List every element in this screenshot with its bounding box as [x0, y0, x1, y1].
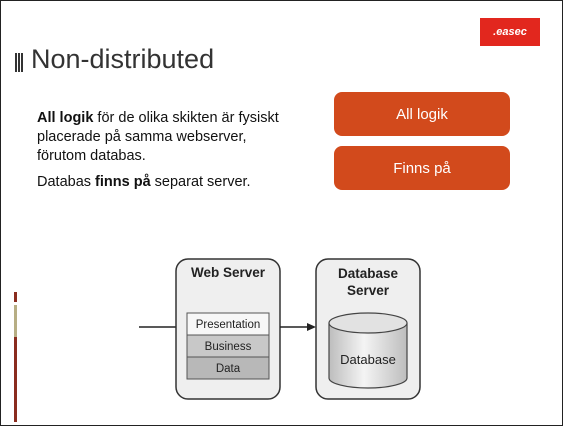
para2-bold: finns på [95, 174, 151, 190]
database-cylinder-icon [328, 312, 408, 389]
database-server-label-line1: Database [338, 266, 399, 281]
para1-rest: för de olika skikten är fysiskt placerad… [37, 110, 279, 164]
slide-title: Non-distributed [31, 44, 215, 74]
web-server-label: Web Server [191, 265, 266, 280]
paragraph-2: Databas finns på separat server. [37, 173, 287, 192]
database-server-label-line2: Server [347, 283, 390, 298]
connect-arrow-head [307, 323, 316, 331]
business-label: Business [205, 341, 252, 353]
paragraph-1: All logik för de olika skikten är fysisk… [37, 109, 287, 166]
database-label: Database [340, 352, 396, 367]
body-text: All logik för de olika skikten är fysisk… [37, 109, 287, 199]
presentation-label: Presentation [196, 319, 261, 331]
easec-logo: .easec [480, 18, 540, 46]
data-layer [186, 356, 270, 380]
para2-start: Databas [37, 174, 96, 190]
para1-bold: All logik [37, 110, 94, 126]
left-accent-bar [14, 292, 17, 422]
para2-rest: separat server. [150, 174, 251, 190]
data-label: Data [216, 363, 241, 375]
finns-pa-button[interactable]: Finns på [334, 146, 510, 190]
all-logik-button[interactable]: All logik [334, 92, 510, 136]
title-bar-icon [15, 53, 23, 72]
